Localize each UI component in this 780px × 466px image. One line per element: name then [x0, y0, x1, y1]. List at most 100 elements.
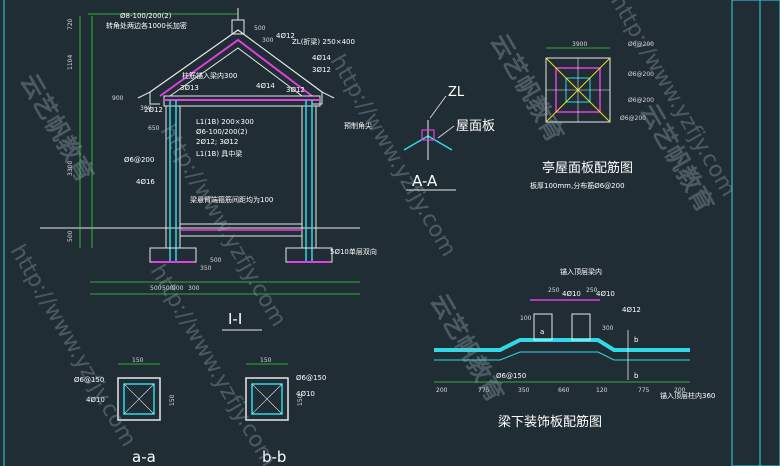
roof-plan: 3900 Ø6@200 Ø6@200 Ø6@200 Ø6@200 亭屋面板配筋图… — [530, 41, 654, 190]
roof-title: 亭屋面板配筋图 — [542, 160, 633, 176]
aa-title: A-A — [412, 172, 438, 190]
beam-plate-body — [434, 338, 690, 352]
beam-d200a: 200 — [436, 387, 448, 394]
sec-a-stirrup — [123, 383, 155, 415]
label-r6: 3Ø13 — [180, 84, 199, 92]
label-l1d: L1(1B) 具中梁 — [196, 149, 242, 158]
sec-a-d150side: 150 — [169, 394, 176, 406]
label-r3: 3Ø12 — [312, 66, 331, 74]
aa-leader-zl — [429, 95, 447, 119]
aa-leader-slab — [437, 125, 455, 139]
beam-sec-b-top: b — [634, 336, 639, 344]
label-l1b: Ø6-100/200(2) — [196, 128, 248, 136]
dim-5: 900 — [112, 95, 124, 102]
sec-b-stirrup-label: Ø6@150 — [296, 374, 326, 382]
beam-r2: 4Ø10 — [596, 290, 615, 298]
label-r4: 4Ø14 — [256, 82, 275, 90]
label-l1a: L1(1B) 200×300 — [196, 118, 254, 126]
dim-2: 1104 — [67, 55, 74, 70]
label-r5: 3Ø12 — [286, 86, 305, 94]
title-i-i: I-I — [228, 310, 242, 328]
dim-6: 300 — [140, 105, 152, 112]
right-column — [301, 105, 317, 249]
sec-a-main-label: 4Ø10 — [86, 396, 105, 404]
label-r2: 4Ø14 — [312, 54, 331, 62]
dim-13: 300 — [188, 285, 200, 292]
beam-d120: 120 — [596, 387, 608, 394]
beam-d660: 660 — [558, 387, 570, 394]
roof-rebar — [159, 38, 313, 97]
dim-8: 350 — [200, 265, 212, 272]
dim-12: 900 — [172, 285, 184, 292]
dim-15: 500 — [254, 25, 266, 32]
roof-subtitle: 板厚100mm,分布筋Ø6@200 — [530, 181, 625, 190]
beam-d250b: 250 — [586, 287, 598, 294]
ridge-ornament — [231, 19, 245, 35]
sec-a-d150top: 150 — [132, 357, 144, 364]
beam-d200b: 200 — [674, 387, 686, 394]
roof-dim: 3900 — [572, 41, 587, 48]
label-r1: 4Ø12 — [276, 32, 295, 40]
label-col-main: 4Ø16 — [136, 178, 155, 186]
dim-9: 500 — [210, 257, 222, 264]
roof-outer — [149, 29, 323, 93]
beam-hanger-right — [571, 313, 591, 341]
beam-title: 梁下装饰板配筋图 — [498, 414, 602, 430]
section-i-i: Ø8-100/200(2) 转角处两边各1000长加密 ZL(折梁) 250×4… — [40, 8, 377, 331]
roof-inner — [169, 47, 303, 97]
roof-r2: Ø6@200 — [628, 71, 654, 78]
roof-r1: Ø6@200 — [628, 41, 654, 48]
sec-a-stirrup-label: Ø6@150 — [74, 376, 104, 384]
beam-sec-b-bot: b — [634, 372, 639, 380]
sec-b-diag-2 — [251, 383, 283, 415]
sec-a-diag-2 — [123, 383, 155, 415]
beam-r1: 4Ø10 — [562, 290, 581, 298]
sec-b-main-label: 4Ø10 — [296, 390, 315, 398]
sec-b-d150side: 150 — [297, 394, 304, 406]
aa-zl-box — [421, 129, 435, 141]
label-bottom: 5Ø10单层双向 — [330, 247, 377, 256]
detail-a-a: ZL 屋面板 A-A — [403, 85, 495, 191]
label-l1c: 2Ø12; 3Ø12 — [196, 138, 238, 146]
frame-border — [731, 0, 780, 466]
beam-anchor: 锚入顶层柱内360 — [660, 391, 715, 400]
beam-d350: 350 — [518, 387, 530, 394]
beam-detail: 锚入顶层梁内 4Ø10 4Ø10 4Ø12 Ø6@150 a b b 250 2… — [434, 267, 715, 430]
watermarks: http://www.yzfjy.com http://www.yzfjy.co… — [5, 0, 741, 466]
watermark-cn-1: 云艺帆教育 — [15, 69, 99, 187]
beam-d775b: 775 — [638, 387, 650, 394]
label-top-note: 转角处两边各1000长加密 — [106, 21, 187, 30]
left-footing — [149, 247, 197, 263]
label-s1: 2Ø12 — [144, 106, 163, 114]
dim-7: 650 — [148, 125, 160, 132]
label-stirrup: Ø6@200 — [124, 156, 154, 164]
right-eave — [312, 91, 335, 105]
sec-a-outline — [117, 377, 161, 421]
label-inner: 柱筋锚入梁内300 — [182, 71, 237, 80]
beam-r3: 4Ø12 — [622, 306, 641, 314]
beam-d100: 100 — [520, 315, 532, 322]
dim-11: 500 — [162, 285, 174, 292]
dim-10: 500 — [150, 285, 162, 292]
section-a-a: 150 150 Ø6@150 4Ø10 a-a — [74, 357, 176, 466]
aa-label-zl: ZL — [448, 85, 465, 100]
sec-b-d150top: 150 — [260, 357, 272, 364]
beam-top-note: 锚入顶层梁内 — [560, 267, 602, 276]
aa-label-slab: 屋面板 — [456, 119, 495, 134]
watermark-url-2: http://www.yzfjy.com — [325, 51, 461, 262]
right-footing — [285, 247, 333, 263]
watermark-url-5: http://www.yzfjy.com — [5, 241, 141, 452]
label-zl-beam: ZL(折梁) 250×400 — [292, 37, 355, 46]
roof-r4: Ø6@200 — [620, 115, 646, 122]
beam-hanger-left — [533, 313, 553, 341]
label-hook: 梁悬臂端箍筋间距均为100 — [190, 195, 273, 204]
beam-sec-a: a — [540, 328, 544, 336]
sec-b-outline — [245, 377, 289, 421]
dim-4: 500 — [67, 230, 74, 242]
roof-r3: Ø6@200 — [628, 97, 654, 104]
sec-b-title: b-b — [262, 448, 286, 466]
sec-b-stirrup — [251, 383, 283, 415]
beam-d300: 300 — [602, 325, 614, 332]
dim-1: 720 — [67, 18, 74, 30]
